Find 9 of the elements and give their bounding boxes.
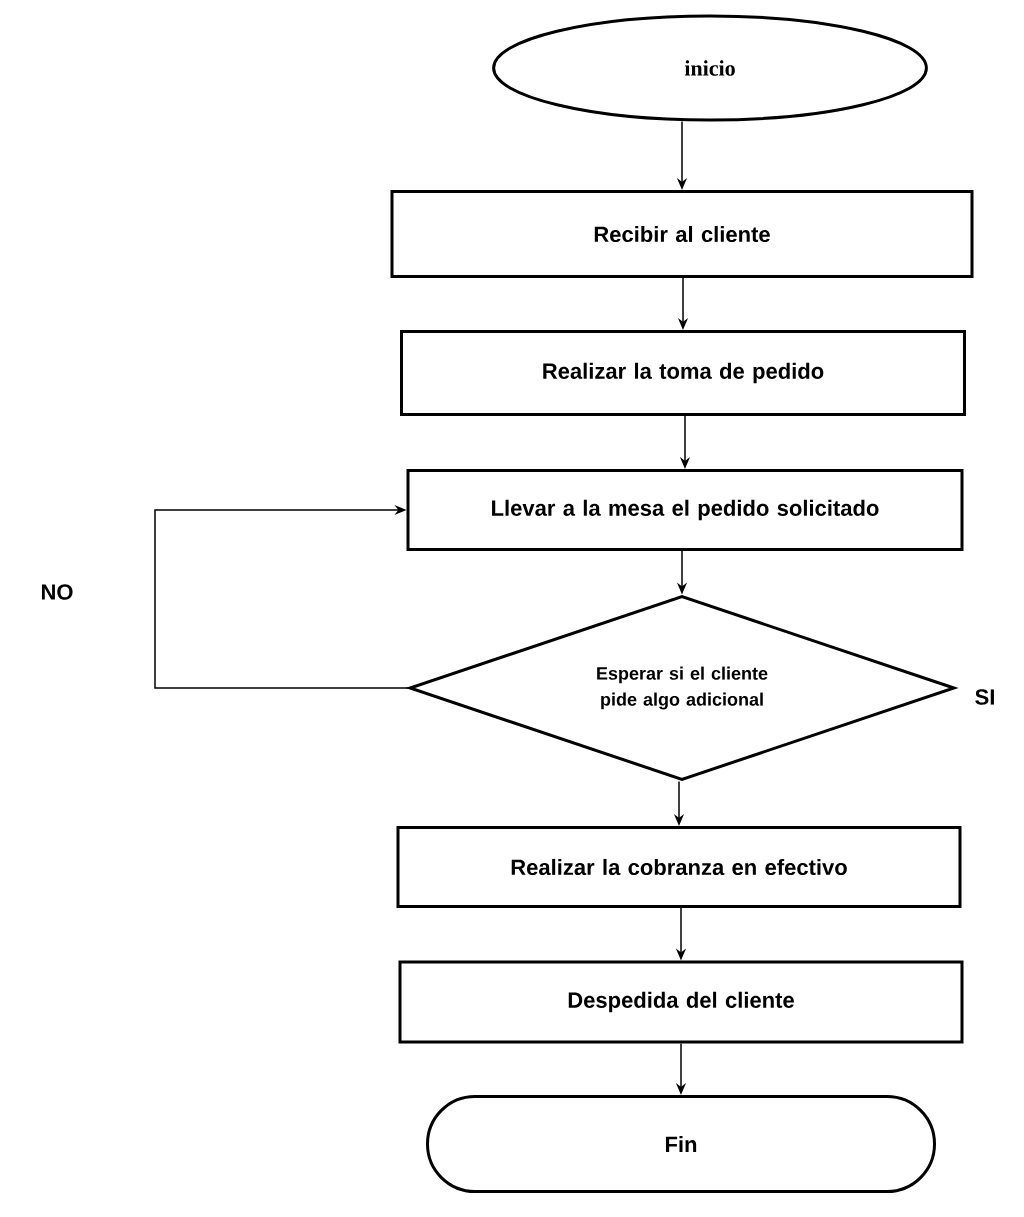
process-box: Llevar a la mesa el pedido solicitado: [406, 469, 964, 551]
process-box: Realizar la toma de pedido: [400, 330, 966, 416]
end-terminal: Fin: [426, 1095, 936, 1193]
process-box: Realizar la cobranza en efectivo: [396, 826, 962, 908]
arrow: [154, 504, 409, 689]
decision-label: NO: [41, 584, 73, 600]
process-box: Recibir al cliente: [390, 190, 974, 278]
decision-label: SI: [975, 689, 994, 705]
process-box: Despedida del cliente: [398, 960, 964, 1044]
